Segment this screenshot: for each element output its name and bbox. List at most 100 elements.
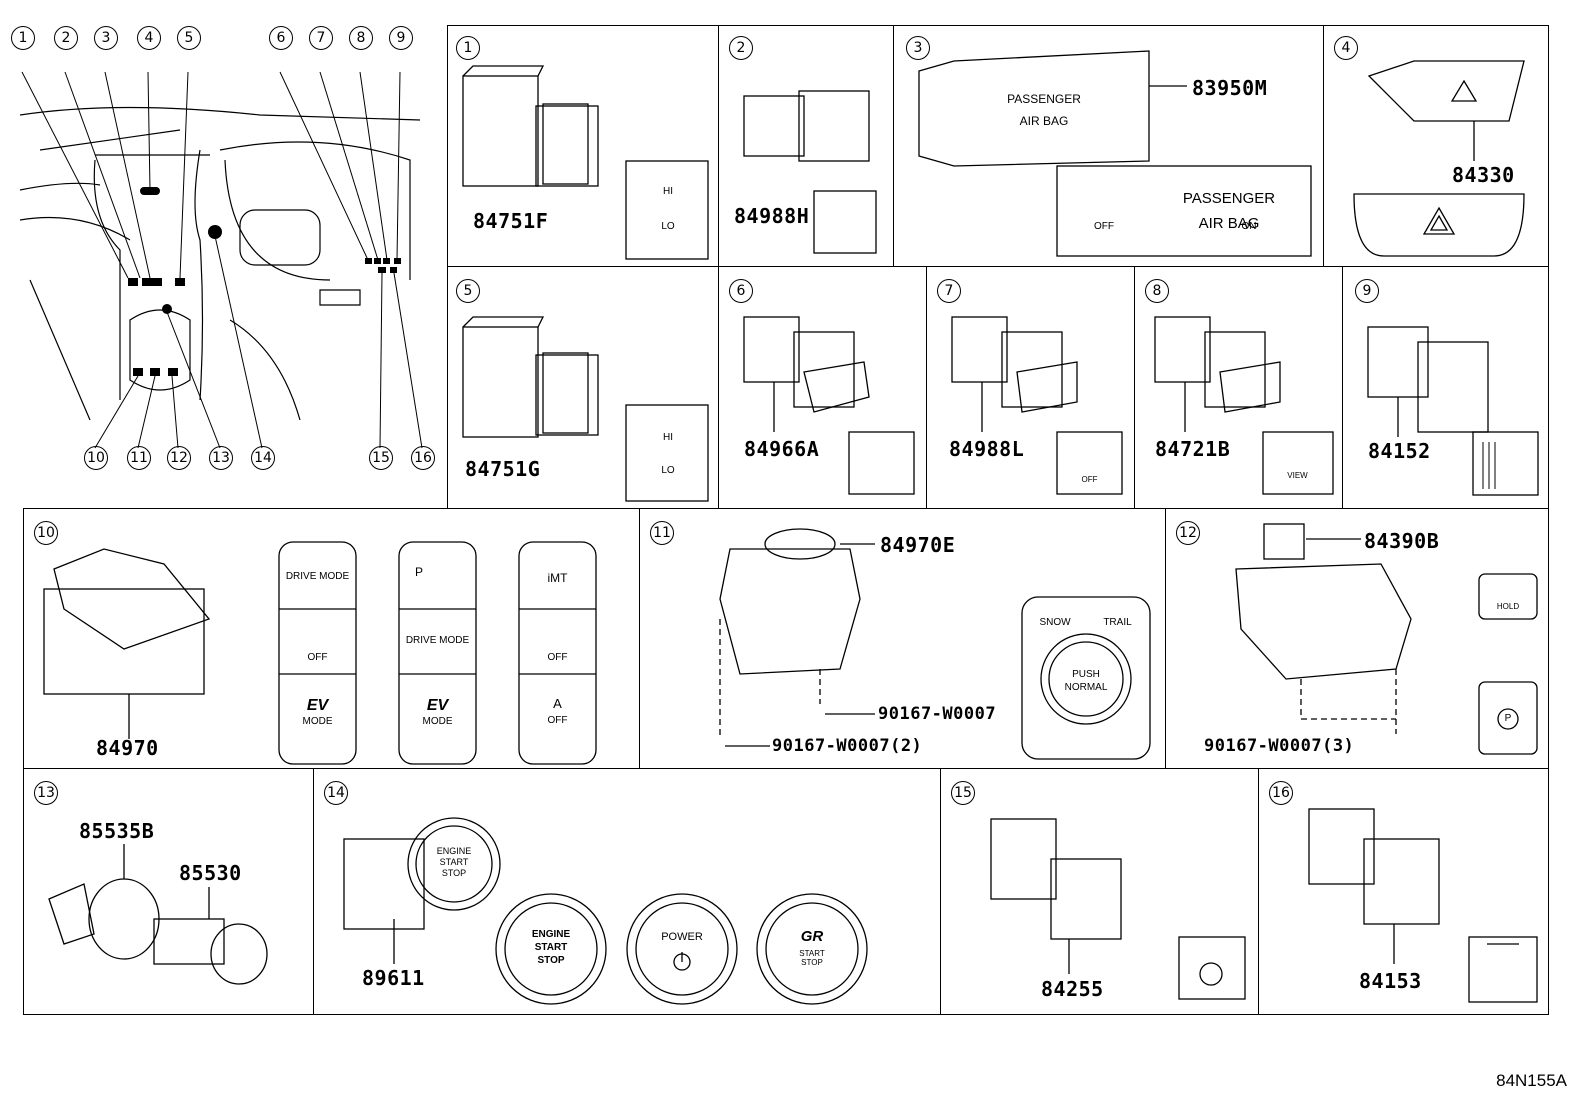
off-label: OFF <box>547 715 568 726</box>
callout-8: 8 <box>349 26 373 50</box>
engine-label-large: ENGINE <box>531 929 571 940</box>
switch-drawing <box>1154 316 1334 495</box>
snow-label: SNOW <box>1039 617 1071 628</box>
engine-start-switch-drawing <box>343 817 868 1005</box>
off-label: OFF <box>1081 475 1098 484</box>
panel-number: 11 <box>650 521 674 545</box>
start-label: START <box>439 857 469 867</box>
drive-mode-label: DRIVE MODE <box>285 571 350 582</box>
start-label-gr: START <box>799 949 825 958</box>
part-number: 84330 <box>1452 163 1515 187</box>
p-label: P <box>1504 713 1512 724</box>
parking-brake-switch-drawing <box>1235 523 1538 755</box>
headlight-switch-drawing <box>1308 808 1538 1003</box>
panel-11: 11 SNOW TRAIL PUSH NORMAL 84970E 90167-W… <box>639 508 1167 770</box>
normal-label: NORMAL <box>1064 682 1108 693</box>
panel-number: 4 <box>1334 36 1358 60</box>
power-outlet-drawing <box>48 844 268 985</box>
part-number-screw-qty: 90167-W0007(3) <box>1204 736 1355 756</box>
engine-label: ENGINE <box>436 846 472 856</box>
part-number: 84966A <box>744 437 820 461</box>
panel-number: 9 <box>1355 279 1379 303</box>
callout-13: 13 <box>209 446 233 470</box>
hi-label: HI <box>663 186 673 197</box>
part-number: 84751F <box>473 209 549 233</box>
part-number: 84988L <box>949 437 1025 461</box>
part-number: 84751G <box>465 457 541 481</box>
part-number: 84970 <box>96 736 159 760</box>
p-label: P <box>414 565 423 579</box>
stop-label: STOP <box>441 868 467 878</box>
terrain-select-drawing <box>719 528 1151 760</box>
dashboard-sketch <box>19 71 423 449</box>
passenger-label: PASSENGER <box>1007 92 1081 106</box>
callout-5: 5 <box>177 26 201 50</box>
panel-7: 7 OFF 84988L <box>926 266 1136 510</box>
ev-label: EV <box>306 697 329 714</box>
switch-drawing <box>951 316 1123 495</box>
part-number-socket-cap: 85535B <box>79 819 155 843</box>
part-number-screw: 90167-W0007 <box>878 704 997 724</box>
mode-label: MODE <box>302 716 333 727</box>
off-label: OFF <box>1094 221 1114 232</box>
ev-label: EV <box>426 697 449 714</box>
panel-8: 8 VIEW 84721B <box>1134 266 1344 510</box>
panel-6: 6 84966A <box>718 266 928 510</box>
trail-label: TRAIL <box>1103 617 1132 628</box>
overview-area: 1 2 3 4 5 6 7 8 9 10 11 12 13 14 15 16 <box>0 20 445 490</box>
panel-number: 1 <box>456 36 480 60</box>
panel-3: 3 PASSENGER AIR BAG PASSENGER AIR BAG OF… <box>893 25 1325 268</box>
callout-9: 9 <box>389 26 413 50</box>
panel-4: 4 84330 <box>1323 25 1549 268</box>
part-number: 84721B <box>1155 437 1231 461</box>
view-label: VIEW <box>1287 471 1308 480</box>
panel-number: 10 <box>34 521 58 545</box>
part-number: 84255 <box>1041 977 1104 1001</box>
panel-16: 16 84153 <box>1258 768 1549 1015</box>
hi-label: HI <box>663 432 673 443</box>
panel-number: 15 <box>951 781 975 805</box>
callout-10: 10 <box>84 446 108 470</box>
panel-number: 3 <box>906 36 930 60</box>
switch-drawing <box>743 316 915 495</box>
callout-11: 11 <box>127 446 151 470</box>
hold-label: HOLD <box>1496 602 1520 611</box>
callout-3: 3 <box>94 26 118 50</box>
panel-1: 1 HI LO 84751F <box>447 25 720 268</box>
seat-heater-switch-drawing <box>462 316 709 502</box>
a-label: A <box>553 696 562 711</box>
part-number-socket: 85530 <box>179 861 242 885</box>
drive-mode-label: DRIVE MODE <box>405 635 470 646</box>
hazard-switch-drawing <box>1353 60 1525 257</box>
airbag-label-large: AIR BAG <box>1198 215 1260 232</box>
panel-number: 12 <box>1176 521 1200 545</box>
airbag-indicator-drawing <box>918 50 1312 257</box>
callout-16: 16 <box>411 446 435 470</box>
part-number: 89611 <box>362 966 425 990</box>
callout-12: 12 <box>167 446 191 470</box>
panel-number: 5 <box>456 279 480 303</box>
part-number-switch: 84390B <box>1364 529 1440 553</box>
gr-logo: GR <box>800 928 824 945</box>
lo-label: LO <box>661 221 675 232</box>
panel-number: 16 <box>1269 781 1293 805</box>
panel-15: 15 84255 <box>940 768 1260 1015</box>
panel-9: 9 84152 <box>1342 266 1549 510</box>
push-label: PUSH <box>1072 669 1100 680</box>
panel-2: 2 84988H <box>718 25 895 268</box>
dimmer-switch-drawing <box>1367 326 1539 496</box>
lo-label: LO <box>661 465 675 476</box>
drive-mode-switch-drawing <box>43 541 597 765</box>
off-label: OFF <box>307 652 328 663</box>
airbag-label: AIR BAG <box>1019 114 1069 128</box>
part-number: 84988H <box>734 204 810 228</box>
panel-10: 10 DRIVE MODE OFF EV MODE P DRIVE MODE E… <box>23 508 641 770</box>
callout-6: 6 <box>269 26 293 50</box>
on-label: ON <box>1241 221 1257 232</box>
seat-heater-switch-drawing <box>462 65 709 260</box>
panel-13: 13 85535B 85530 <box>23 768 315 1015</box>
part-number-switch: 84970E <box>880 533 956 557</box>
callout-15: 15 <box>369 446 393 470</box>
callout-14: 14 <box>251 446 275 470</box>
callout-1: 1 <box>11 26 35 50</box>
